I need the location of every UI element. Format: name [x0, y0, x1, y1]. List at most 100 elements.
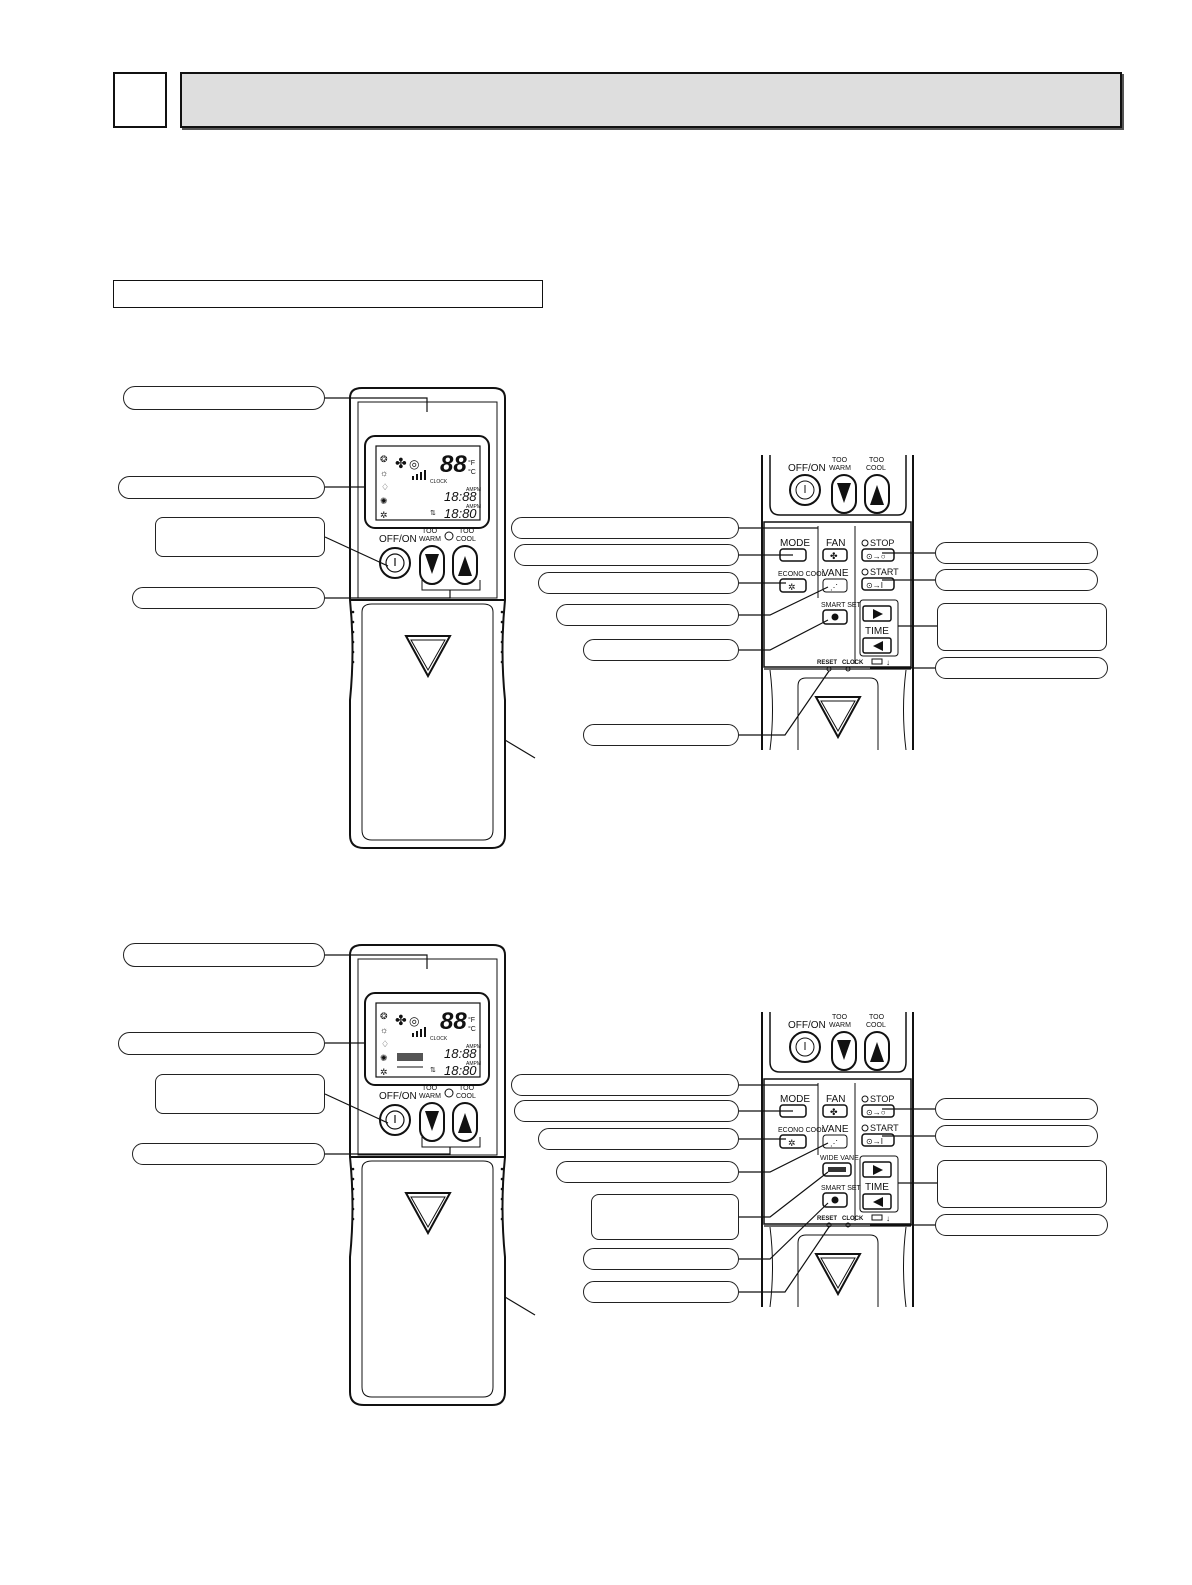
temp-up-button[interactable] — [452, 545, 478, 585]
fan-icon-2: ✤ — [830, 1107, 838, 1117]
lcd2-time-2: 18:80 — [444, 1063, 477, 1078]
closeup2-too-warm-2: WARM — [829, 1022, 851, 1029]
callout-smart-set-button-2 — [583, 1248, 739, 1270]
closeup2-temp-down-button[interactable] — [831, 1031, 857, 1071]
too-cool-label-2: COOL — [456, 536, 476, 543]
too-warm-label-2a: TOO — [422, 1085, 438, 1092]
vane-icon: ⋰ — [830, 583, 838, 592]
callout-operation-display — [118, 476, 325, 499]
fan-button[interactable]: ✤ — [822, 548, 848, 562]
lcd2-ampm-1: AMPM — [466, 1044, 481, 1050]
stop-label-2: STOP — [870, 1094, 894, 1104]
clock-label: CLOCK — [842, 660, 864, 666]
off-on-button[interactable] — [379, 547, 411, 579]
battery-icon-2 — [871, 1214, 883, 1221]
start-timer-button-2[interactable]: ⊙→I — [861, 1133, 895, 1147]
time-down-button-2[interactable] — [862, 1193, 892, 1210]
econo-cool-label: ECONO COOL — [778, 571, 826, 578]
lcd2-fan-icon: ✤◎ — [395, 1012, 419, 1028]
callout-mode-button-2 — [514, 1100, 739, 1122]
start-timer-button[interactable]: ⊙→I — [861, 577, 895, 591]
callout-reset-button — [583, 724, 739, 746]
lcd-ampm-1: AMPM — [466, 487, 481, 493]
fan-label-2: FAN — [826, 1094, 845, 1105]
stop-timer-button[interactable]: ⊙→○ — [861, 548, 895, 562]
fan-icon: ✤ — [830, 551, 838, 561]
closeup1-too-cool-2: COOL — [866, 465, 886, 472]
callout-reset-button-2 — [583, 1281, 739, 1303]
off-on-label-2: OFF/ON — [379, 1091, 417, 1102]
vane-button[interactable]: ⋰ — [822, 578, 848, 593]
lcd-clock-label: CLOCK — [430, 479, 448, 485]
lcd-time-2: 18:80 — [444, 506, 477, 521]
start-label: START — [870, 567, 899, 577]
mode-label-2: MODE — [780, 1094, 810, 1105]
battery-arrow-icon-2: ↓ — [886, 1214, 890, 1223]
stop-timer-icon: ⊙→○ — [866, 552, 886, 561]
stop-timer-button-2[interactable]: ⊙→○ — [861, 1104, 895, 1118]
smart-set-button-2[interactable] — [822, 1192, 848, 1208]
wide-vane-button[interactable] — [822, 1162, 852, 1177]
start-timer-icon: ⊙→I — [866, 581, 883, 590]
remote-1: ❂☼♢✺✲ ✤◎ 88 °F °C CLOCK AMPM 18:88 AMPM … — [349, 387, 506, 849]
econo-cool-icon-2: ✲ — [788, 1138, 796, 1148]
callout-signal-transmitter-2 — [123, 943, 325, 967]
lcd2-unit-c: °C — [468, 1025, 476, 1033]
smart-set-label: SMART SET — [821, 602, 862, 609]
time-down-button[interactable] — [862, 637, 892, 654]
lcd2-ampm-2: AMPM — [466, 1061, 481, 1067]
temp-down-button-2[interactable] — [419, 1102, 445, 1142]
too-warm-label-1: TOO — [422, 528, 438, 535]
too-warm-label-2: WARM — [419, 536, 441, 543]
remote-2: ❂☼♢✺✲ ✤◎ 88 °F °C CLOCK AMPM 18:88 AMPM … — [349, 944, 506, 1406]
svg-text:✲: ✲ — [380, 510, 388, 520]
temp-up-button-2[interactable] — [452, 1102, 478, 1142]
callout-time-buttons — [937, 603, 1107, 651]
econo-cool-label-2: ECONO COOL — [778, 1127, 826, 1134]
off-on-button-2[interactable] — [379, 1104, 411, 1136]
time-up-button-2[interactable] — [862, 1161, 892, 1178]
mode-label: MODE — [780, 538, 810, 549]
econo-cool-button[interactable]: ✲ — [779, 578, 807, 593]
vane-icon-2: ⋰ — [830, 1139, 838, 1148]
time-up-button[interactable] — [862, 605, 892, 622]
temp-down-button[interactable] — [419, 545, 445, 585]
closeup2-off-on-button[interactable] — [789, 1031, 821, 1063]
callout-econo-cool-button-2 — [538, 1128, 739, 1150]
lcd2-time-1: 18:88 — [444, 1046, 477, 1061]
econo-cool-button-2[interactable]: ✲ — [779, 1134, 807, 1149]
closeup1-off-on-button[interactable] — [789, 474, 821, 506]
smart-set-button[interactable] — [822, 609, 848, 625]
too-cool-label-2a: TOO — [459, 1085, 475, 1092]
svg-text:✤: ✤ — [395, 1012, 407, 1028]
lcd-unit-f: °F — [468, 459, 475, 467]
battery-arrow-icon: ↓ — [886, 658, 890, 667]
clock-button-2[interactable] — [845, 1222, 851, 1228]
too-warm-label-2b: WARM — [419, 1093, 441, 1100]
lcd-time-1: 18:88 — [444, 489, 477, 504]
closeup2-temp-up-button[interactable] — [864, 1031, 890, 1071]
fan-label: FAN — [826, 538, 845, 549]
vane-button-2[interactable]: ⋰ — [822, 1134, 848, 1149]
lcd2-temperature: 88 — [440, 1008, 467, 1035]
svg-text:✤: ✤ — [395, 455, 407, 471]
subsection-title-box — [113, 280, 543, 308]
lcd2-clock-label: CLOCK — [430, 1036, 448, 1042]
start-timer-icon-2: ⊙→I — [866, 1137, 883, 1146]
remote-closeup-2: OFF/ON TOO WARM TOO COOL MODE FAN ✤ ECON… — [761, 1012, 914, 1308]
closeup2-down-arrow-icon — [815, 1253, 861, 1295]
section-title-bar — [180, 72, 1122, 128]
stop-label: STOP — [870, 538, 894, 548]
closeup1-too-warm-1: TOO — [832, 457, 848, 464]
closeup1-temp-down-button[interactable] — [831, 474, 857, 514]
lcd2-wide-vane-icon — [397, 1053, 423, 1068]
fan-button-2[interactable]: ✤ — [822, 1104, 848, 1118]
closeup1-too-cool-1: TOO — [869, 457, 885, 464]
time-label-2: TIME — [865, 1182, 889, 1193]
callout-off-on-button — [155, 517, 325, 557]
callout-wide-vane-button — [591, 1194, 739, 1240]
time-label: TIME — [865, 626, 889, 637]
closeup1-temp-up-button[interactable] — [864, 474, 890, 514]
reset-label: RESET — [817, 660, 837, 666]
